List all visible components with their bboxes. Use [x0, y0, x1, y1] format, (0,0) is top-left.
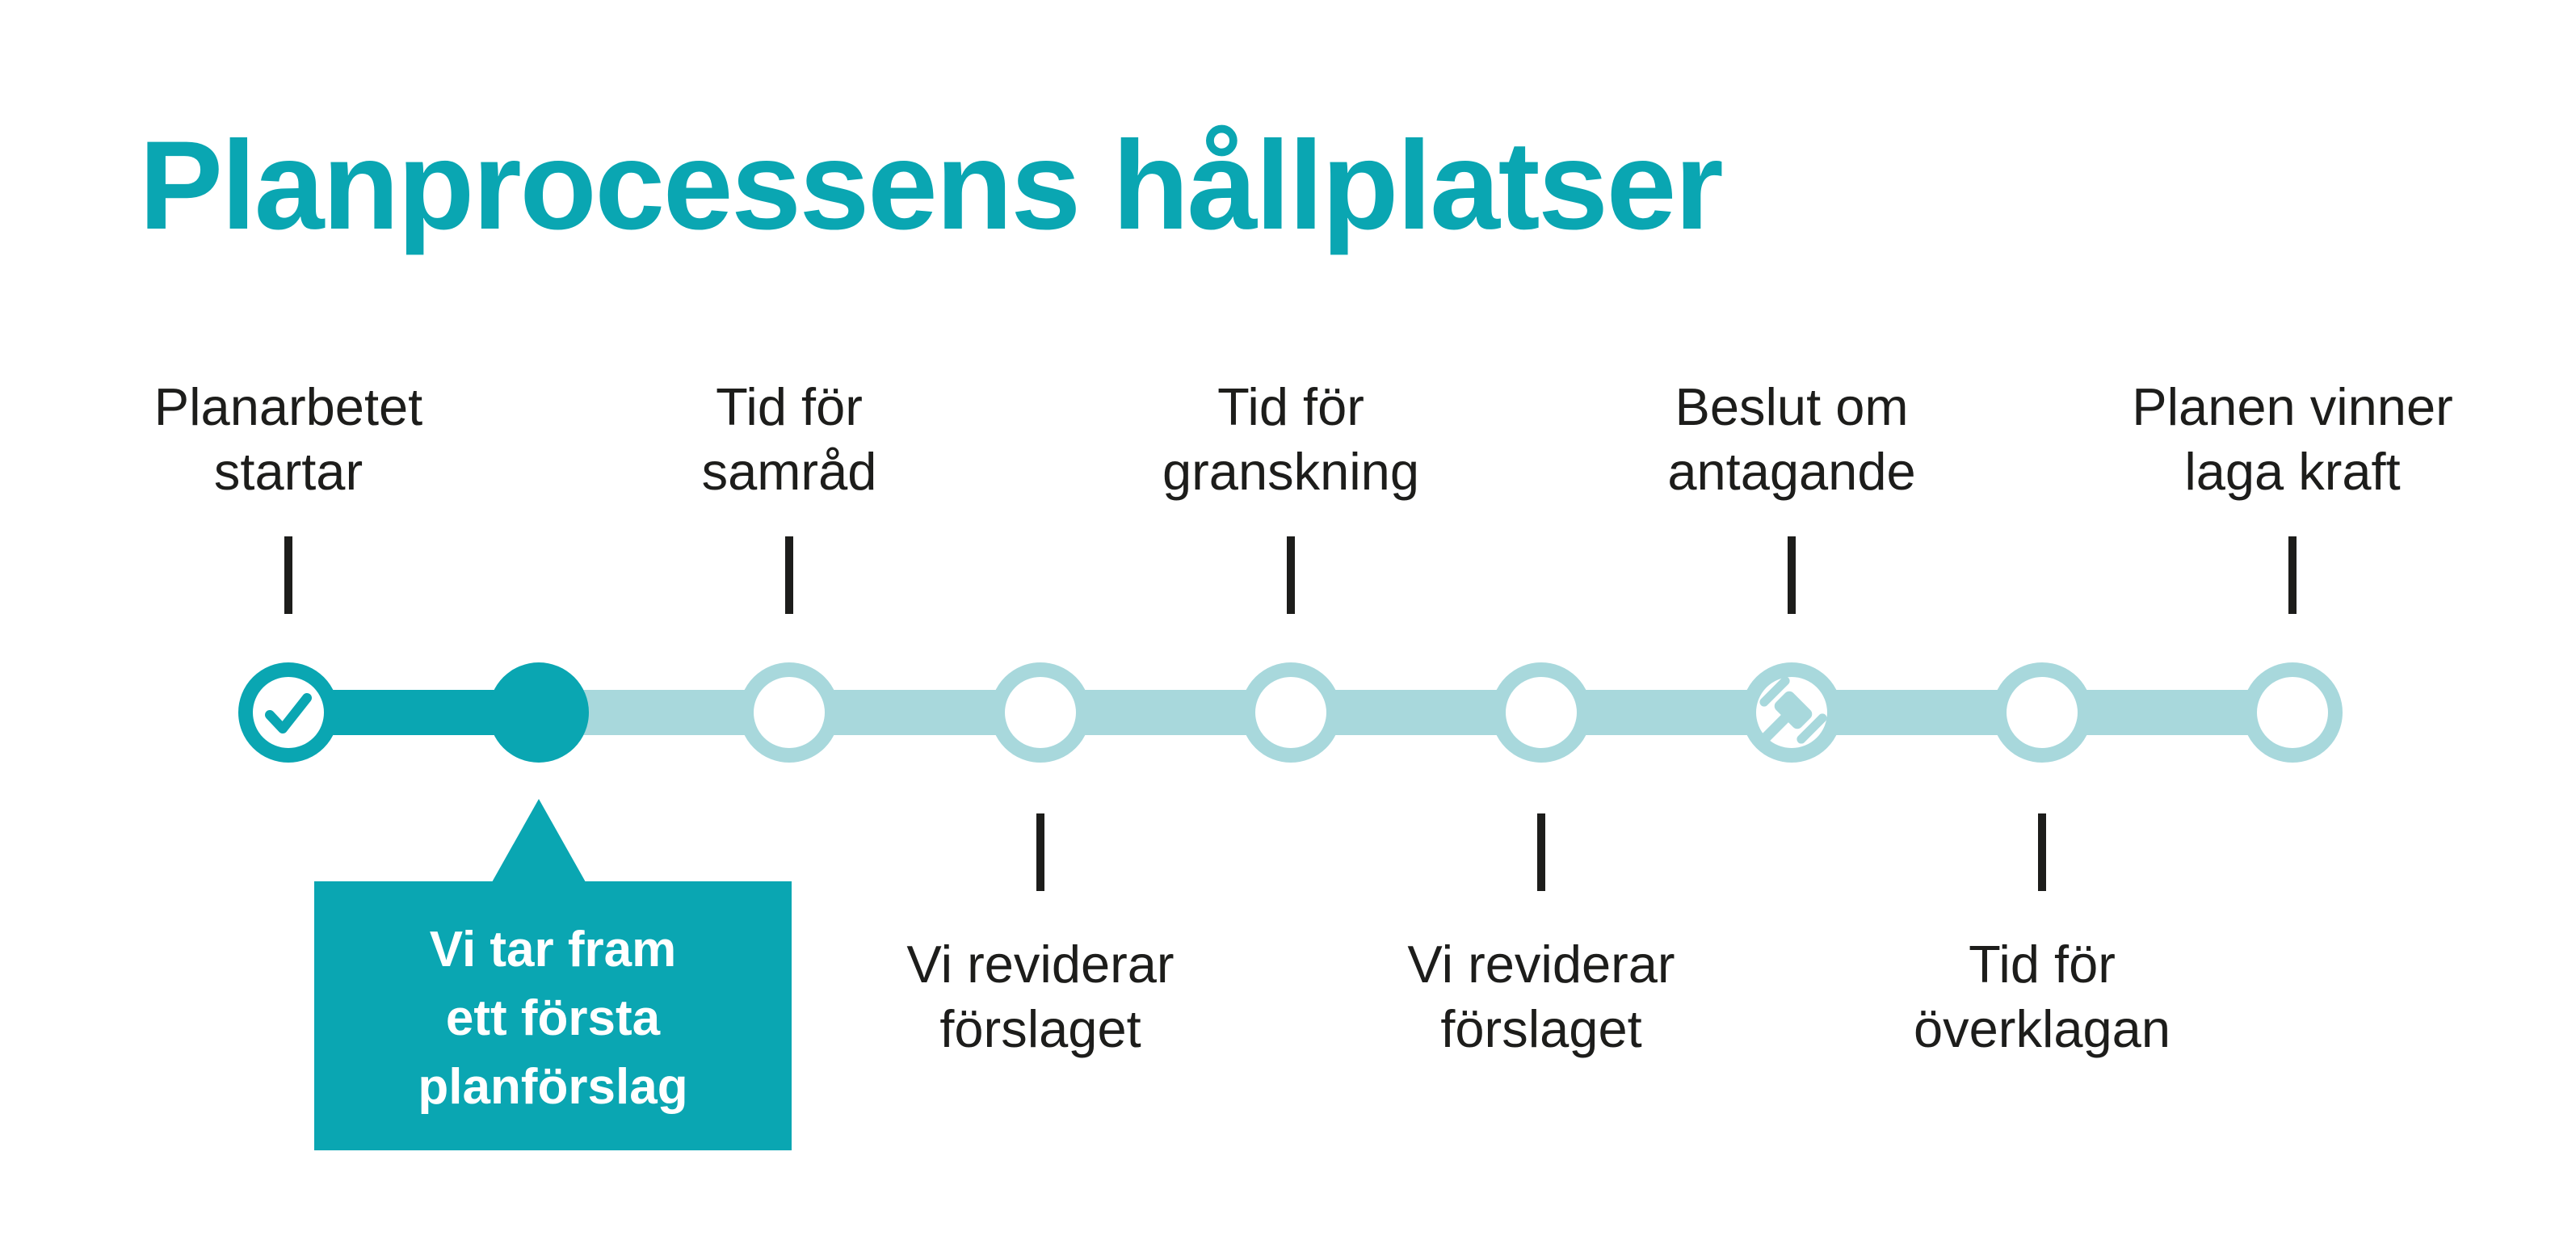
label-line: Planen vinner — [2132, 377, 2453, 436]
stop-antagande — [1742, 662, 1842, 763]
label-tid-for-granskning: Tid för granskning — [1040, 375, 1541, 504]
label-line: överklagan — [1914, 999, 2170, 1058]
label-line: Vi reviderar — [1407, 935, 1675, 994]
callout-line: planförslag — [418, 1059, 688, 1115]
callout-line: Vi tar fram — [429, 922, 677, 977]
label-tid-for-overklagan: Tid för överklagan — [1792, 932, 2292, 1061]
label-line: Beslut om — [1675, 377, 1909, 436]
label-line: laga kraft — [2184, 442, 2401, 501]
tick-connector — [2288, 536, 2297, 614]
callout-forsta-planforslag: Vi tar fram ett första planförslag — [314, 881, 792, 1150]
stop-granskning — [1241, 662, 1341, 763]
page-title: Planprocessens hållplatser — [139, 116, 1724, 256]
tick-connector — [1537, 813, 1545, 891]
stop-planarbetet-startar — [238, 662, 338, 763]
gavel-icon — [1759, 677, 1827, 745]
label-vi-reviderar-1: Vi reviderar förslaget — [790, 932, 1291, 1061]
tick-connector — [1036, 813, 1044, 891]
tick-connector — [1287, 536, 1295, 614]
label-planen-vinner-laga-kraft: Planen vinner laga kraft — [2042, 375, 2543, 504]
tick-connector — [2038, 813, 2046, 891]
label-line: Tid för — [1217, 377, 1364, 436]
stop-overklagan — [1992, 662, 2092, 763]
tick-connector — [1788, 536, 1796, 614]
label-line: startar — [213, 442, 363, 501]
label-line: Tid för — [716, 377, 863, 436]
label-beslut-om-antagande: Beslut om antagande — [1541, 375, 2042, 504]
check-icon — [265, 693, 312, 733]
stop-samrad — [739, 662, 839, 763]
stop-revidering-2 — [1491, 662, 1591, 763]
label-line: antagande — [1667, 442, 1916, 501]
stop-forsta-planforslag — [489, 662, 589, 763]
stop-revidering-1 — [990, 662, 1090, 763]
callout-text: Vi tar fram ett första planförslag — [314, 881, 792, 1121]
label-line: förslaget — [1440, 999, 1642, 1058]
tick-connector — [284, 536, 292, 614]
label-line: Tid för — [1969, 935, 2116, 994]
callout-line: ett första — [445, 990, 661, 1046]
stop-laga-kraft — [2242, 662, 2343, 763]
label-tid-for-samrad: Tid för samråd — [539, 375, 1040, 504]
tick-connector — [785, 536, 793, 614]
label-line: Planarbetet — [153, 377, 423, 436]
callout-pointer — [492, 799, 586, 882]
label-planarbetet-startar: Planarbetet startar — [38, 375, 539, 504]
label-line: förslaget — [939, 999, 1141, 1058]
label-line: Vi reviderar — [906, 935, 1175, 994]
label-vi-reviderar-2: Vi reviderar förslaget — [1291, 932, 1792, 1061]
label-line: samråd — [701, 442, 877, 501]
label-line: granskning — [1162, 442, 1419, 501]
